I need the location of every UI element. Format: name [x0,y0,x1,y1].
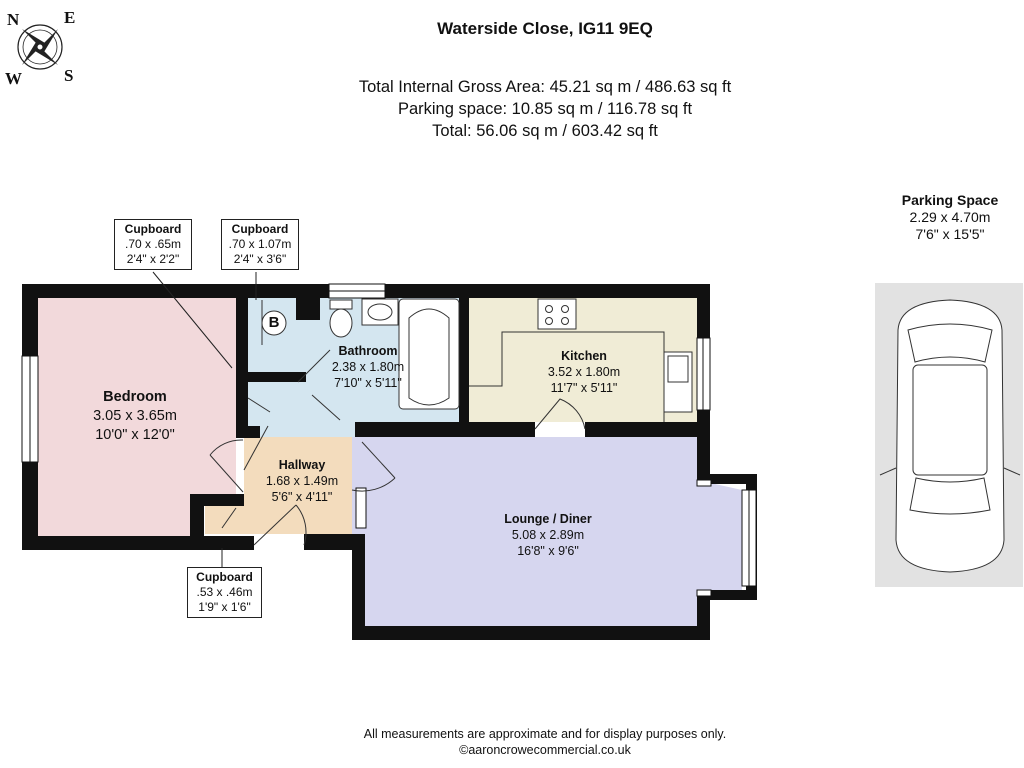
room-imperial: 5'6" x 4'11" [271,490,333,504]
bay-fill [697,480,742,600]
room-imperial: 11'7" x 5'11" [550,381,618,395]
cupboard-fill [205,506,244,534]
disclaimer: All measurements are approximate and for… [363,727,727,741]
callout-lines [152,271,257,568]
cupboard-callout-3: Cupboard .53 x .46m 1'9" x 1'6" [187,567,262,618]
bathroom-fixtures [261,298,460,410]
room-metric: 3.52 x 1.80m [547,365,621,379]
room-label-lounge: Lounge / Diner 5.08 x 2.89m 16'8" x 9'6" [478,511,618,559]
boiler-label: B [268,314,280,331]
cupboard-callout-1: Cupboard .70 x .65m 2'4" x 2'2" [114,219,192,270]
parking-name: Parking Space [901,192,999,208]
total-internal-area: Total Internal Gross Area: 45.21 sq m / … [358,78,732,96]
room-imperial: 7'10" x 5'11" [334,376,402,390]
cupboard-imperial: 2'4" x 3'6" [233,252,287,266]
room-metric: 3.05 x 3.65m [93,408,177,424]
room-metric: 5.08 x 2.89m [511,528,585,542]
room-name: Hallway [278,458,326,472]
parking-imperial: 7'6" x 15'5" [915,226,985,242]
parking-metric: 2.29 x 4.70m [909,209,991,225]
cupboard-metric: .70 x .65m [124,237,182,251]
room-imperial: 16'8" x 9'6" [517,544,579,558]
room-metric: 1.68 x 1.49m [265,474,339,488]
compass-w: W [5,69,22,88]
cupboard-metric: .53 x .46m [196,585,253,599]
car-icon [879,299,1021,573]
total-area: Total: 56.06 sq m / 603.42 sq ft [432,122,658,140]
room-metric: 2.38 x 1.80m [331,360,405,374]
room-label-bedroom: Bedroom 3.05 x 3.65m 10'0" x 12'0" [70,388,200,445]
cupboard-name: Cupboard [124,222,182,236]
parking-label: Parking Space 2.29 x 4.70m 7'6" x 15'5" [880,192,1020,243]
parking-space [875,283,1023,587]
hallway-fill [244,437,352,534]
room-label-hallway: Hallway 1.68 x 1.49m 5'6" x 4'11" [252,457,352,505]
cupboard-callout-2: Cupboard .70 x 1.07m 2'4" x 3'6" [221,219,299,270]
copyright: ©aaroncrowecommercial.co.uk [459,743,631,757]
doors [209,349,586,546]
compass-n: N [7,10,20,29]
room-label-bathroom: Bathroom 2.38 x 1.80m 7'10" x 5'11" [313,343,423,391]
compass-e: E [64,8,76,27]
lounge-fill [352,437,697,626]
kitchen-fixtures [469,298,693,422]
cupboard-imperial: 2'4" x 2'2" [126,252,180,266]
room-name: Kitchen [561,349,607,363]
windows [21,283,757,597]
kitchen-fill [469,298,697,422]
cupboard-name: Cupboard [231,222,289,236]
compass-s: S [64,66,74,85]
address-title: Waterside Close, IG11 9EQ [437,19,653,38]
cupboard-imperial: 1'9" x 1'6" [198,600,251,614]
room-name: Lounge / Diner [504,512,592,526]
compass-rose-icon [17,24,63,70]
cupboard-metric: .70 x 1.07m [228,237,292,251]
room-imperial: 10'0" x 12'0" [95,427,175,443]
parking-area: Parking space: 10.85 sq m / 116.78 sq ft [397,100,693,118]
room-name: Bedroom [103,389,167,405]
room-name: Bathroom [338,344,398,358]
bedroom-fill [38,298,236,538]
cupboard-name: Cupboard [196,570,253,584]
room-label-kitchen: Kitchen 3.52 x 1.80m 11'7" x 5'11" [529,348,639,396]
